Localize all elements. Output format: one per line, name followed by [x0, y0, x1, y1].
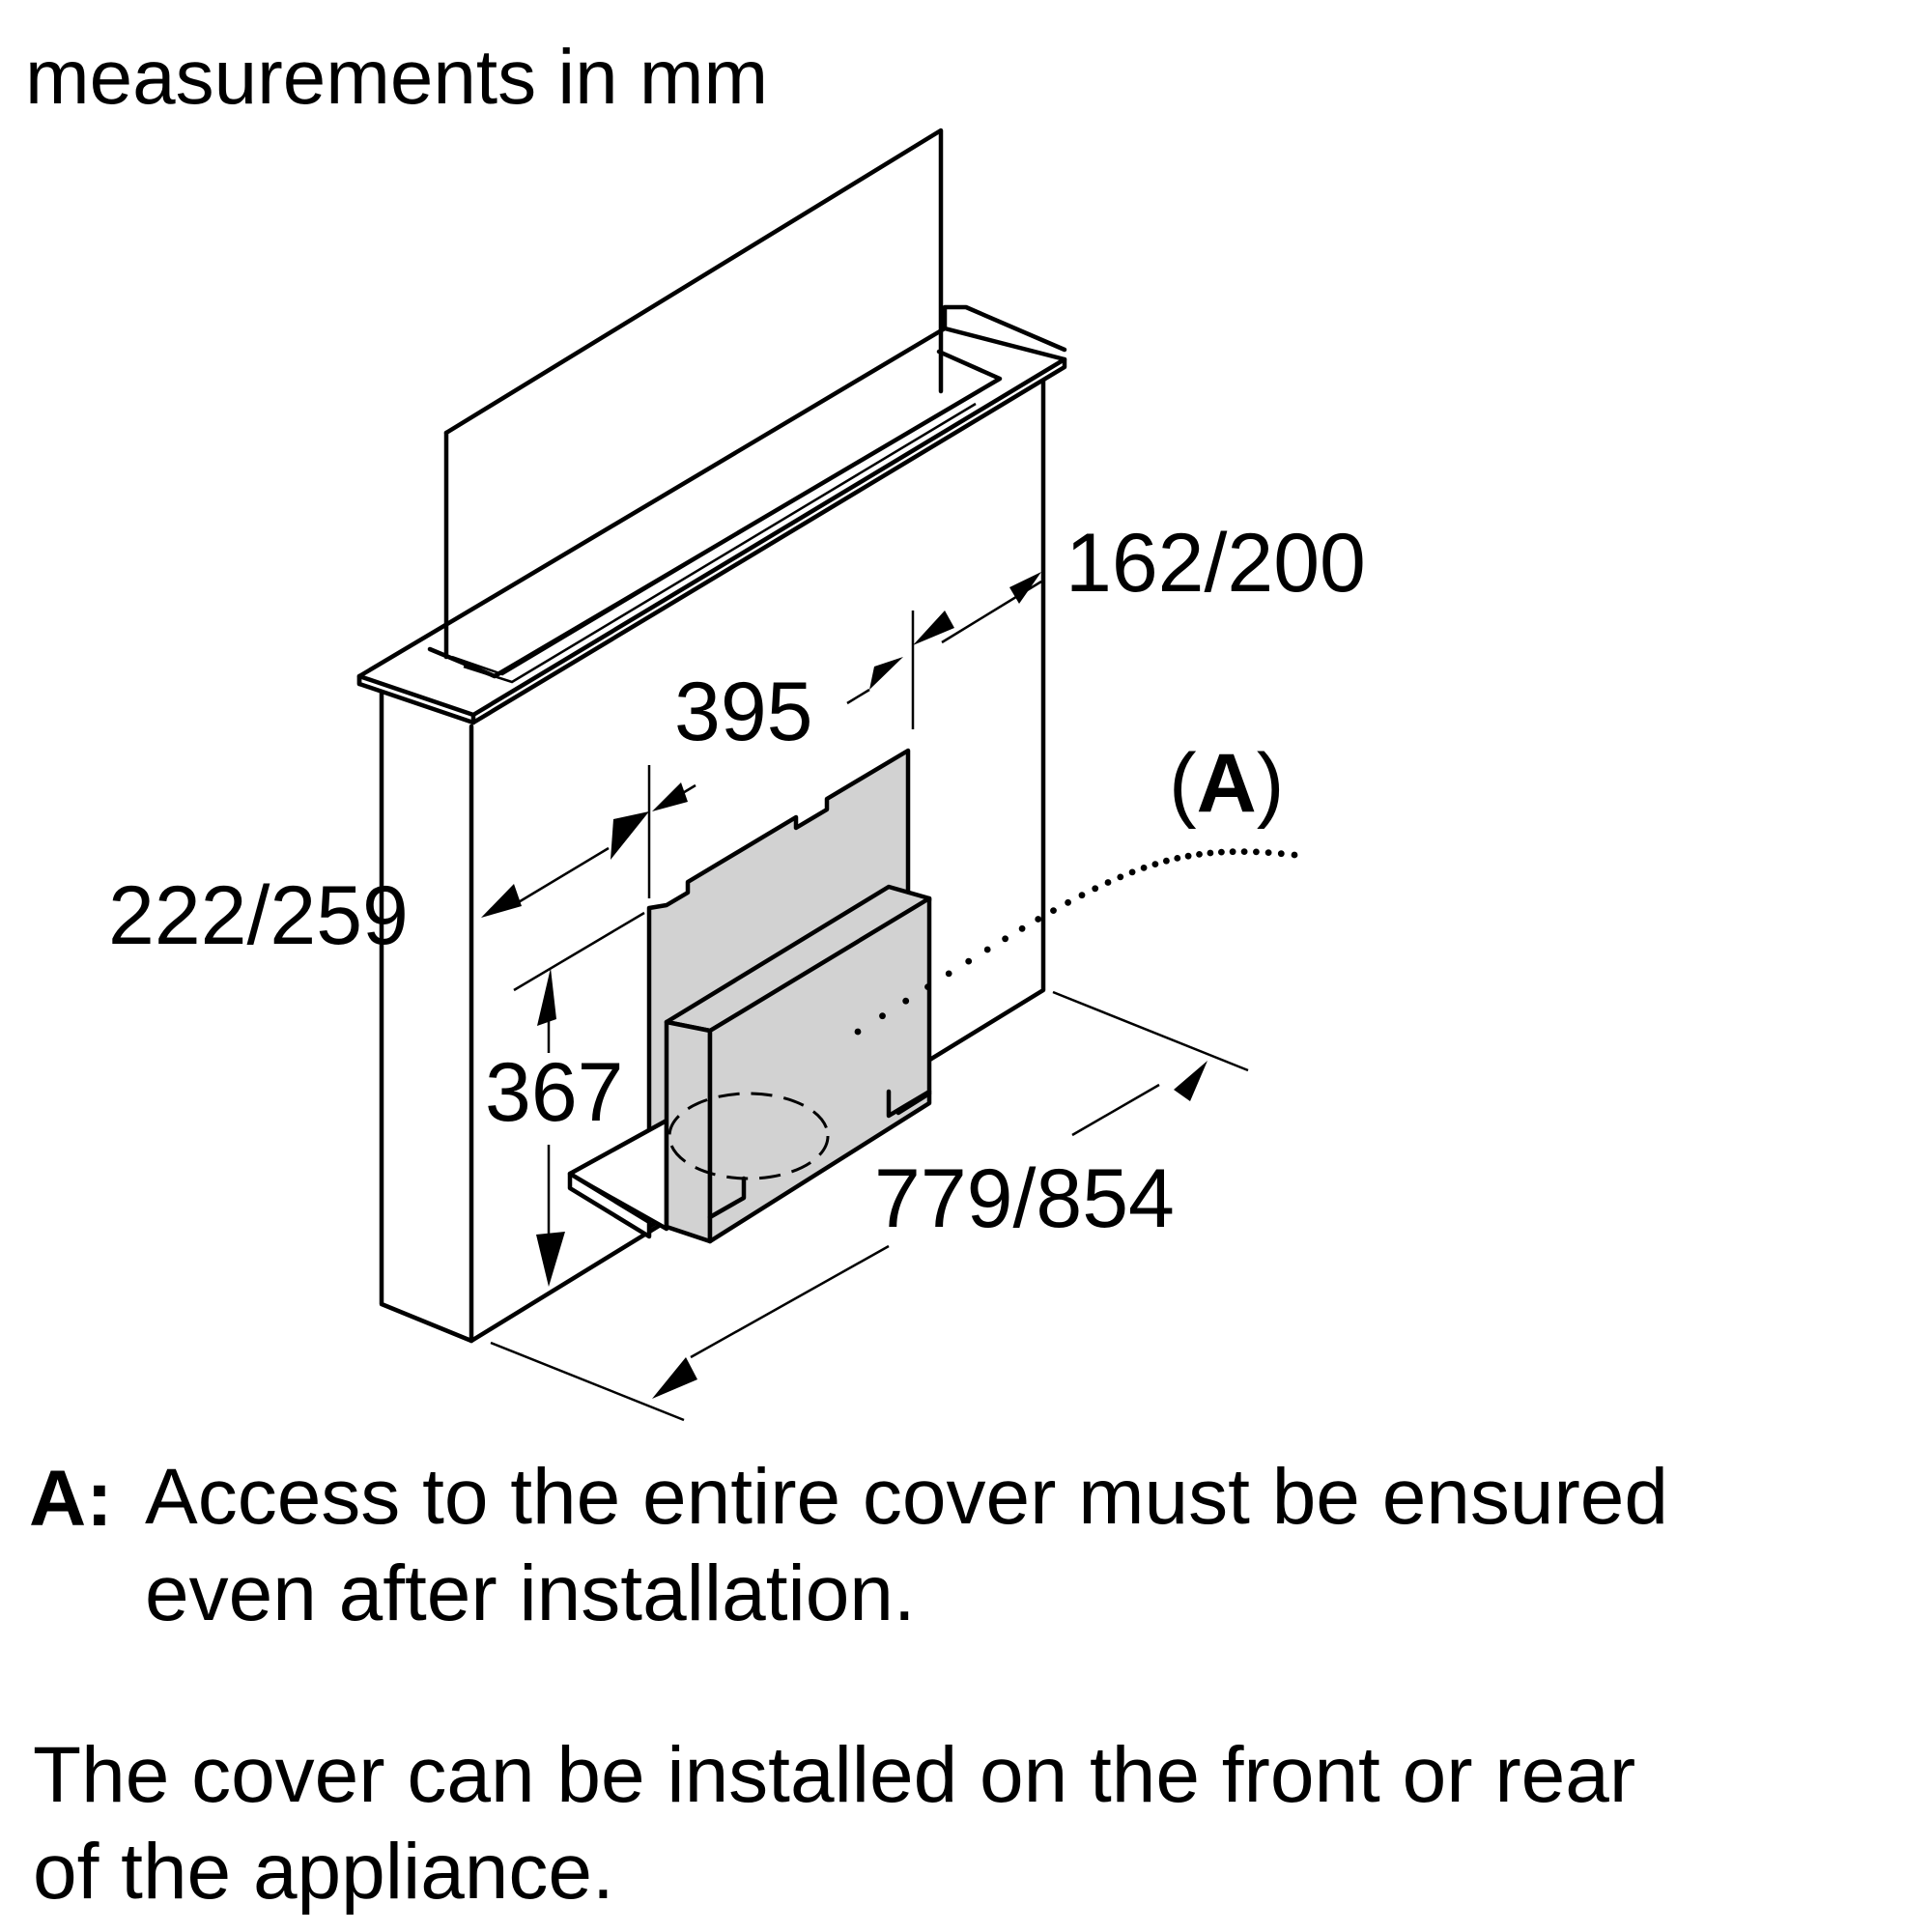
dimension-length: 779/854 — [874, 1152, 1175, 1245]
leader-dot — [983, 946, 991, 953]
leader-dot — [1018, 924, 1026, 932]
leader-dot — [1092, 885, 1099, 893]
housing-body — [356, 304, 1067, 1344]
leader-dot — [945, 970, 952, 978]
callout-letter: A — [1196, 737, 1257, 830]
info-line-2: of the appliance. — [33, 1828, 614, 1916]
dimension-lines — [481, 572, 1249, 1422]
leader-dot — [1184, 852, 1192, 860]
leader-dot — [1078, 892, 1086, 899]
leader-dot — [1253, 848, 1260, 856]
leader-dot — [1128, 868, 1136, 876]
dimension-cover-height: 367 — [485, 1046, 624, 1139]
note-line-1: Access to the entire cover must be ensur… — [145, 1453, 1669, 1541]
callout-close-paren: ) — [1256, 737, 1285, 830]
leader-dot — [902, 997, 910, 1005]
leader-dot — [924, 983, 931, 990]
leader-dot — [1264, 849, 1272, 856]
leader-dot — [1151, 861, 1159, 867]
info-line-1: The cover can be installed on the front … — [33, 1731, 1636, 1819]
leader-dot — [965, 957, 973, 965]
callout-label-a: (A) — [1169, 742, 1284, 825]
callout-open-paren: ( — [1169, 737, 1197, 830]
fan-unit — [567, 748, 932, 1244]
glass-panel — [443, 128, 944, 660]
leader-dot — [1117, 873, 1124, 881]
leader-dot — [1291, 851, 1298, 859]
leader-dot — [1035, 916, 1042, 923]
leader-dot — [854, 1028, 862, 1036]
dimension-side-height: 222/259 — [108, 869, 409, 962]
leader-dot — [1218, 848, 1225, 856]
info-text: The cover can be installed on the front … — [33, 1727, 1897, 1920]
leader-dot — [1050, 907, 1057, 914]
note-text: Access to the entire cover must be ensur… — [145, 1449, 1913, 1642]
leader-dot — [1163, 857, 1170, 865]
leader-dot — [1229, 848, 1236, 856]
note-key: A: — [29, 1455, 113, 1543]
leader-dot — [1240, 848, 1248, 855]
dimension-depth-top: 162/200 — [1065, 517, 1366, 610]
leader-dot — [1104, 879, 1112, 886]
leader-dot — [879, 1012, 886, 1020]
callout-leader — [854, 848, 1298, 1036]
leader-dot — [1002, 935, 1009, 943]
leader-dot — [1140, 865, 1148, 871]
diagram-caption: measurements in mm — [25, 34, 769, 120]
note-line-2: even after installation. — [145, 1549, 916, 1637]
leader-dot — [1196, 851, 1203, 858]
dimension-cover-width: 395 — [674, 666, 813, 758]
leader-dot — [1174, 855, 1181, 862]
leader-dot — [1277, 850, 1285, 858]
leader-dot — [1207, 849, 1214, 857]
leader-dot — [1065, 898, 1071, 906]
